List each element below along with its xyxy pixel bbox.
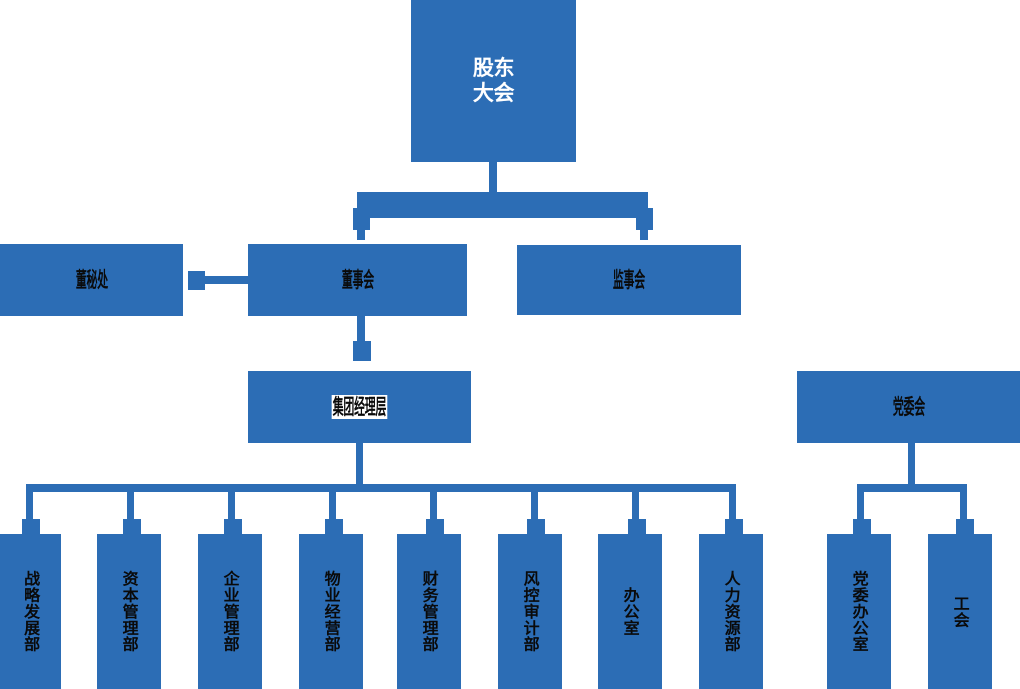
node-party-unit-0[interactable]: 党委办公室 [827, 534, 891, 689]
connector-square-dept-2 [224, 519, 242, 537]
connector-departments-bus [26, 484, 736, 492]
node-department-7[interactable]: 人力资源部 [699, 534, 763, 689]
node-department-0[interactable]: 战略发展部 [0, 534, 61, 689]
node-label: 风控审计部 [520, 570, 540, 653]
connector-square-supervisors [636, 208, 653, 230]
connector-square-management [353, 341, 371, 361]
connector-square-dept-6 [628, 519, 646, 537]
node-label: 工会 [950, 595, 970, 628]
node-label: 党委会 [892, 394, 925, 419]
connector-leg-dept-7 [729, 484, 736, 520]
node-department-1[interactable]: 资本管理部 [97, 534, 161, 689]
connector-square-board [353, 208, 370, 230]
node-label: 资本管理部 [119, 570, 139, 653]
node-department-6[interactable]: 办公室 [598, 534, 662, 689]
node-department-3[interactable]: 物业经营部 [299, 534, 363, 689]
connector-secretary-link [198, 276, 250, 284]
node-label: 企业管理部 [220, 570, 240, 653]
node-board-secretary-office[interactable]: 董秘处 [0, 244, 183, 316]
connector-party-stem [908, 443, 915, 484]
connector-management-stem [356, 443, 363, 484]
node-party-committee[interactable]: 党委会 [797, 371, 1020, 443]
connector-leg-party-1 [960, 484, 967, 520]
connector-shareholders-stem [489, 162, 497, 192]
connector-leg-dept-4 [430, 484, 437, 520]
connector-leg-dept-0 [26, 484, 33, 520]
node-label: 股东 大会 [472, 56, 515, 105]
node-board-of-directors[interactable]: 董事会 [248, 244, 467, 316]
node-party-unit-1[interactable]: 工会 [928, 534, 992, 689]
connector-leg-dept-2 [228, 484, 235, 520]
node-shareholders-meeting[interactable]: 股东 大会 [411, 0, 576, 162]
node-board-of-supervisors[interactable]: 监事会 [517, 245, 741, 315]
node-label: 人力资源部 [721, 570, 741, 653]
connector-party-bus [857, 484, 967, 492]
connector-board-to-management [357, 316, 365, 344]
node-label: 董事会 [341, 267, 374, 292]
node-group-management[interactable]: 集团经理层 [248, 371, 471, 443]
connector-square-dept-4 [426, 519, 444, 537]
node-label: 办公室 [620, 586, 640, 637]
node-label: 党委办公室 [849, 570, 869, 653]
node-label: 战略发展部 [21, 570, 41, 653]
connector-leg-dept-6 [632, 484, 639, 520]
node-label: 董秘处 [75, 267, 108, 292]
connector-square-dept-1 [123, 519, 141, 537]
node-label: 财务管理部 [419, 570, 439, 653]
node-label: 监事会 [612, 267, 646, 292]
connector-square-dept-7 [725, 519, 743, 537]
connector-square-secretary [188, 271, 205, 290]
node-label: 物业经营部 [321, 570, 341, 653]
connector-leg-dept-1 [127, 484, 134, 520]
node-department-4[interactable]: 财务管理部 [397, 534, 461, 689]
connector-leg-dept-5 [531, 484, 538, 520]
connector-level2-bus [357, 192, 648, 218]
connector-leg-party-0 [857, 484, 864, 520]
connector-square-dept-5 [527, 519, 545, 537]
connector-square-party-1 [956, 519, 974, 537]
node-department-5[interactable]: 风控审计部 [498, 534, 562, 689]
node-department-2[interactable]: 企业管理部 [198, 534, 262, 689]
connector-square-party-0 [853, 519, 871, 537]
connector-leg-dept-3 [329, 484, 336, 520]
connector-square-dept-0 [22, 519, 40, 537]
node-label: 集团经理层 [331, 394, 388, 420]
connector-square-dept-3 [325, 519, 343, 537]
